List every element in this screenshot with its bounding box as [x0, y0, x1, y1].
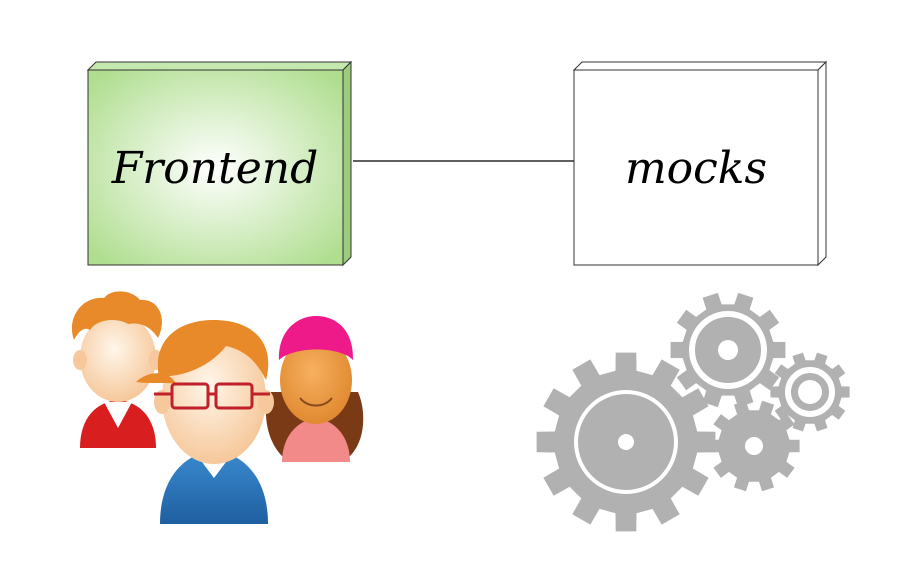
- frontend-node-label: Frontend: [111, 143, 319, 194]
- mocks-node-top: [574, 62, 826, 70]
- frontend-node: Frontend: [88, 62, 351, 265]
- frontend-node-top: [88, 62, 351, 70]
- person-right-icon: [266, 316, 363, 462]
- people-icon: [72, 291, 363, 524]
- mocks-node: mocks: [574, 62, 826, 265]
- mocks-node-side: [818, 62, 826, 265]
- gears-icon: [537, 293, 850, 532]
- gear-top-icon: [671, 293, 786, 407]
- frontend-node-side: [343, 62, 351, 265]
- person-left-icon: [72, 291, 163, 448]
- mocks-node-label: mocks: [625, 143, 767, 194]
